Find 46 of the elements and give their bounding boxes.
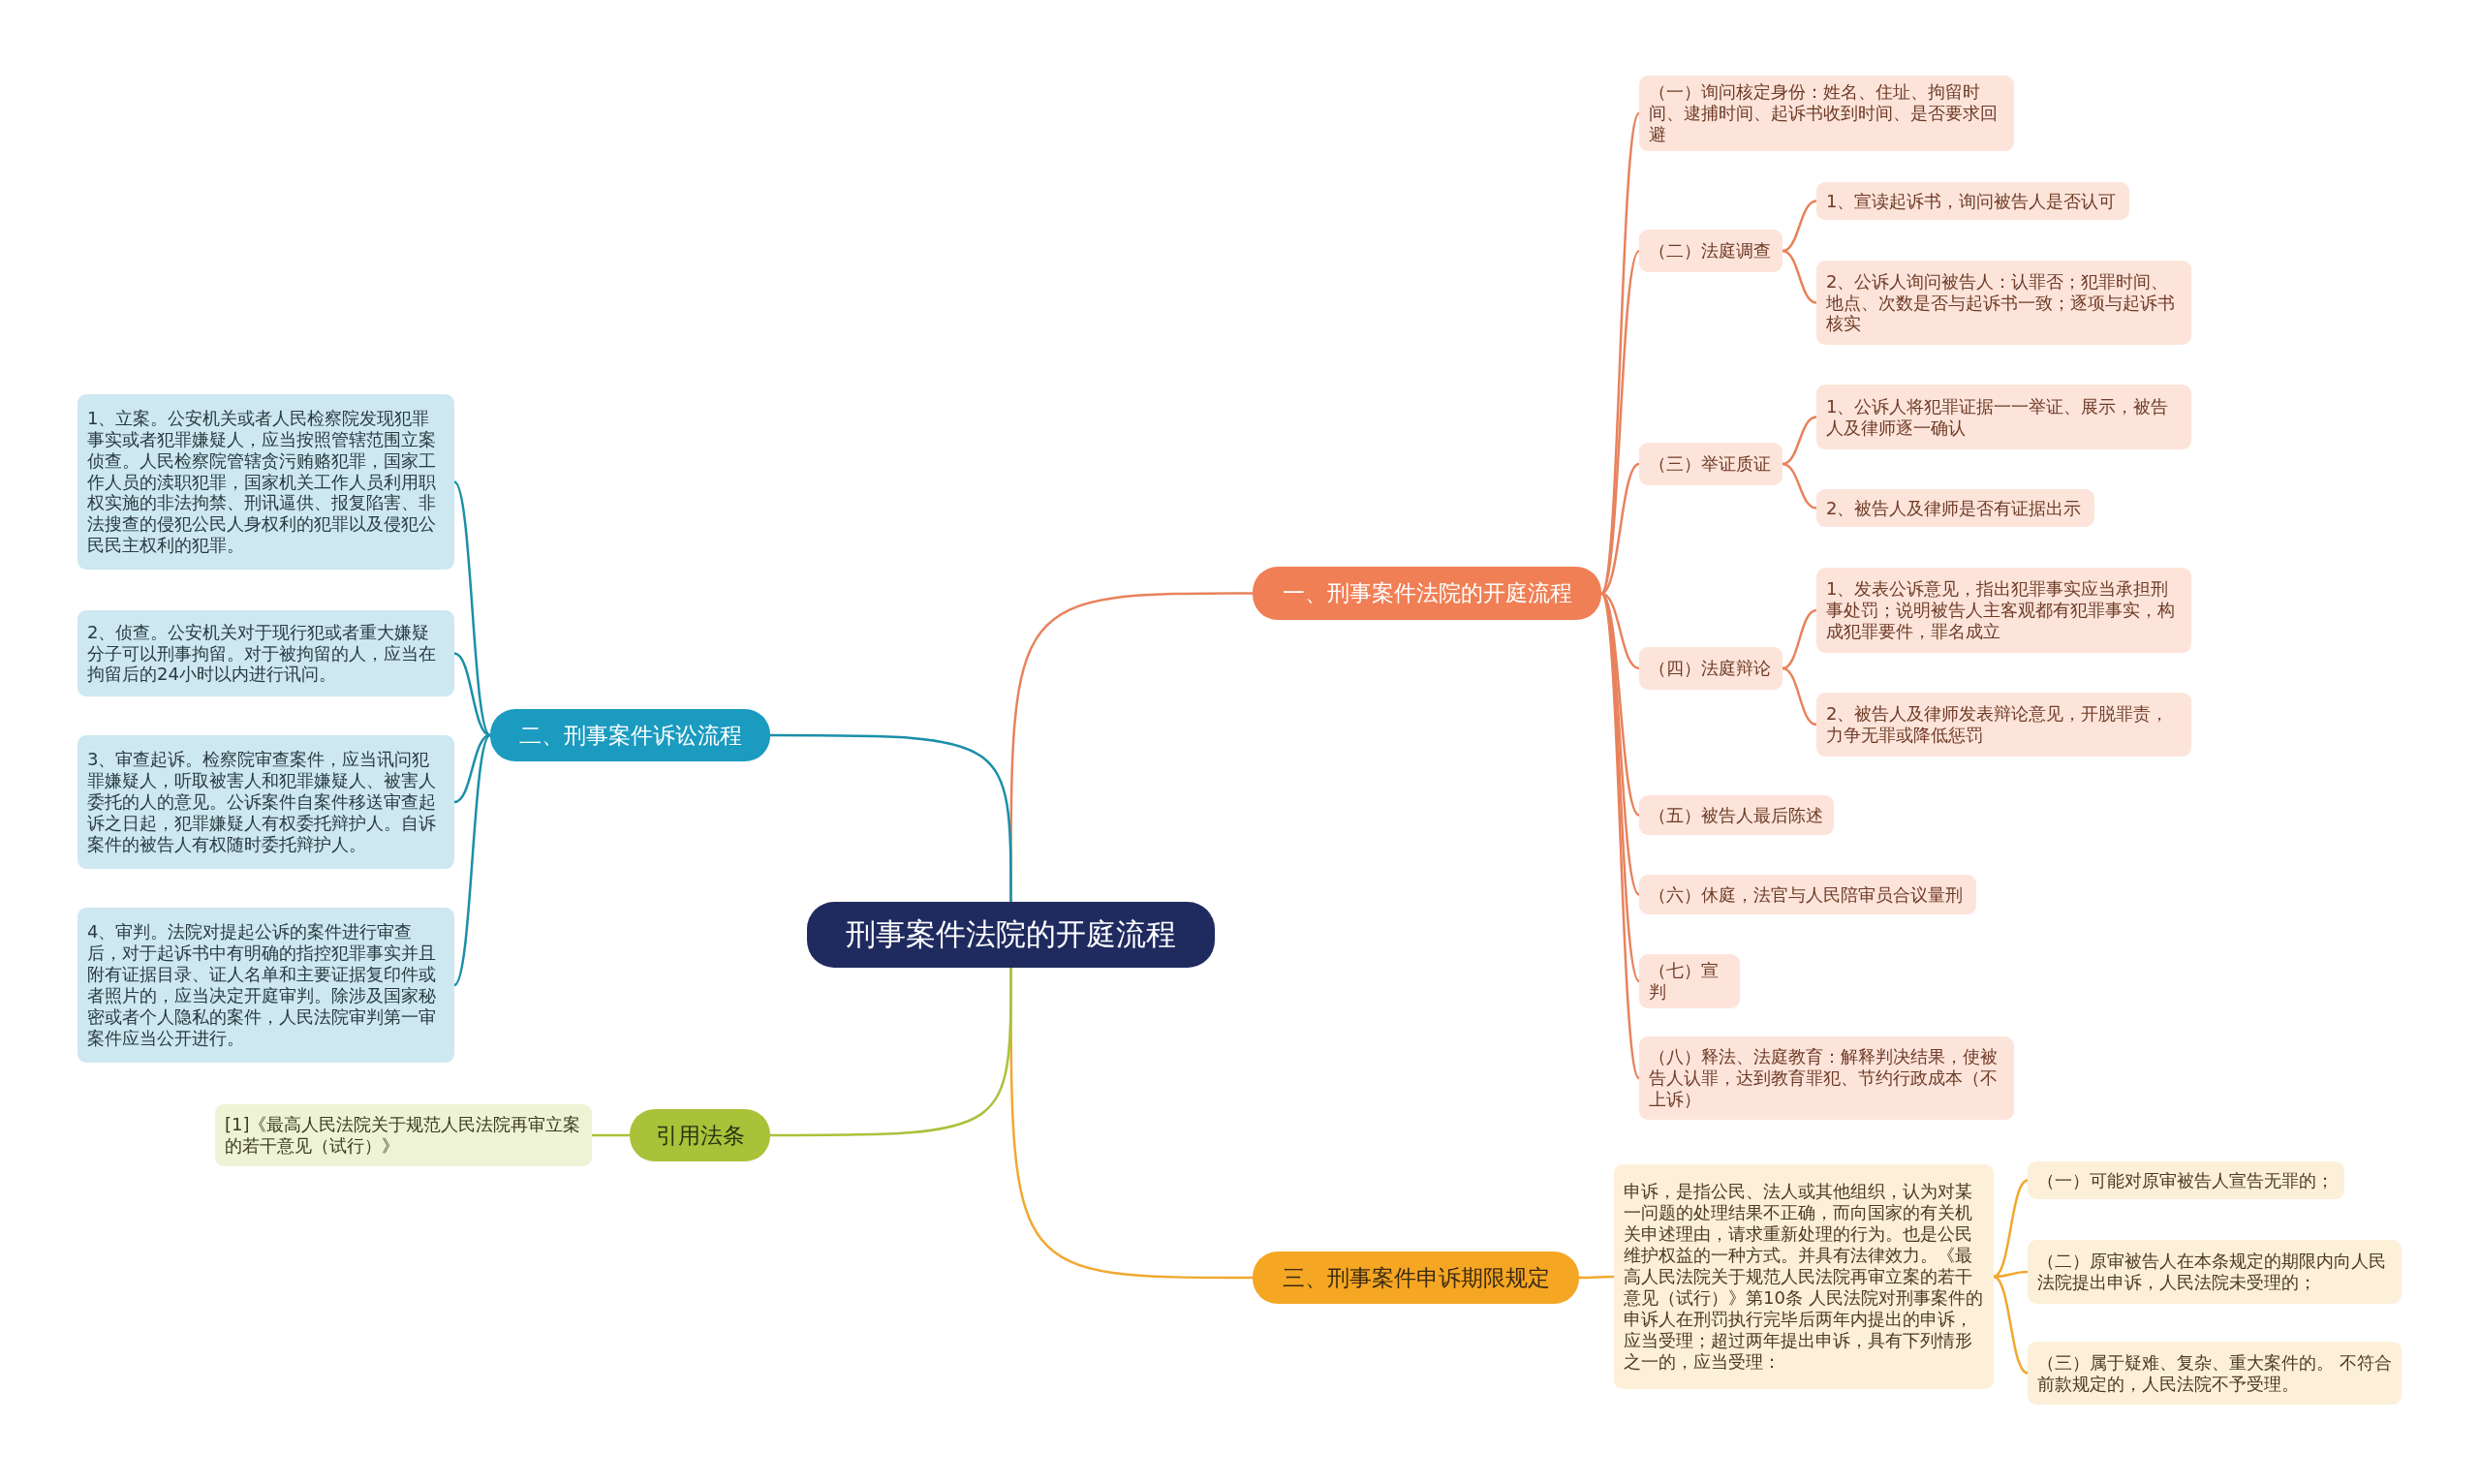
connector-line xyxy=(1579,1275,1614,1280)
connector-line xyxy=(770,968,1012,1137)
connector-line xyxy=(1993,1179,2029,1279)
connector-line xyxy=(453,480,491,736)
branch-topic-box: 二、刑事案件诉讼流程 xyxy=(490,709,770,761)
topic-box: 2、被告人及律师发表辩论意见，开脱罪责，力争无罪或降低惩罚 xyxy=(1816,693,2191,757)
connector-line xyxy=(1993,1275,2029,1375)
central-topic-box: 刑事案件法院的开庭流程 xyxy=(807,902,1215,968)
branch-topic-box: 一、刑事案件法院的开庭流程 xyxy=(1253,567,1601,620)
topic-box: （八）释法、法庭教育：解释判决结果，使被告人认罪，达到教育罪犯、节约行政成本（不上诉） xyxy=(1639,1036,2014,1120)
topic-box: （三）举证质证 xyxy=(1639,443,1782,485)
connector-line xyxy=(1782,249,1817,304)
topic-box: （一）询问核定身份：姓名、住址、拘留时间、逮捕时间、起诉书收到时间、是否要求回避 xyxy=(1639,76,2014,151)
topic-box: 1、宣读起诉书，询问被告人是否认可 xyxy=(1816,182,2129,220)
connector-line xyxy=(1782,200,1817,253)
connector-line xyxy=(453,733,491,804)
topic-box: 2、公诉人询问被告人：认罪否；犯罪时间、地点、次数是否与起诉书一致；逐项与起诉书核实 xyxy=(1816,261,2191,345)
branch-topic-box: 引用法条 xyxy=(630,1109,770,1161)
connector-line xyxy=(592,1133,630,1137)
branch-topic-box: 三、刑事案件申诉期限规定 xyxy=(1253,1252,1579,1304)
topic-box: 3、审查起诉。检察院审查案件，应当讯问犯罪嫌疑人，听取被害人和犯罪嫌疑人、被害人委托的人的意见。公诉案件自案件移送审查起诉之日起，犯罪嫌疑人有权委托辩护人。自诉案件的被告人有权随时委托辩护人。 xyxy=(78,735,454,869)
topic-box: 1、发表公诉意见，指出犯罪事实应当承担刑事处罚；说明被告人主客观都有犯罪事实，构成犯罪要件，罪名成立 xyxy=(1816,568,2191,653)
connector-line xyxy=(1782,666,1817,727)
connector-line xyxy=(770,733,1012,902)
topic-box: （六）休庭，法官与人民陪审员合议量刑 xyxy=(1639,875,1976,914)
topic-box: （七）宣判 xyxy=(1639,954,1740,1008)
topic-box: （一）可能对原审被告人宣告无罪的； xyxy=(2028,1161,2344,1199)
topic-box: 1、立案。公安机关或者人民检察院发现犯罪事实或者犯罪嫌疑人，应当按照管辖范围立案侦查。人民检察院管辖贪污贿赂犯罪，国家工作人员的渎职犯罪，国家机关工作人员利用职权实施的非法拘禁、刑讯逼供、报复陷害、非法搜查的侵犯公民人身权利的犯罪以及侵犯公民民主权利的犯罪。 xyxy=(78,394,454,570)
topic-box: 2、侦查。公安机关对于现行犯或者重大嫌疑分子可以刑事拘留。对于被拘留的人，应当在拘留后的24小时以内进行讯问。 xyxy=(78,610,454,696)
connector-line xyxy=(453,652,491,737)
connector-line xyxy=(1599,593,1641,1079)
connector-line xyxy=(1782,416,1817,466)
topic-box: 4、审判。法院对提起公诉的案件进行审查后，对于起诉书中有明确的指控犯罪事实并且附有证据目录、证人名单和主要证据复印件或者照片的，应当决定开庭审判。除涉及国家秘密或者个人隐私的案件，人民法院审判第一审案件应当公开进行。 xyxy=(78,908,454,1063)
topic-box: （二）原审被告人在本条规定的期限内向人民法院提出申诉，人民法院未受理的； xyxy=(2028,1240,2402,1304)
connector-line xyxy=(453,734,491,986)
topic-box: （四）法庭辩论 xyxy=(1639,647,1782,690)
topic-box: [1]《最高人民法院关于规范人民法院再审立案的若干意见（试行）》 xyxy=(215,1104,592,1166)
topic-box: 2、被告人及律师是否有证据出示 xyxy=(1816,489,2094,527)
topic-box: （三）属于疑难、复杂、重大案件的。 不符合前款规定的，人民法院不予受理。 xyxy=(2028,1342,2402,1405)
connector-line xyxy=(1782,462,1817,510)
topic-box: 申诉，是指公民、法人或其他组织，认为对某一问题的处理结果不正确，而向国家的有关机关申述理由，请求重新处理的行为。也是公民维护权益的一种方式。并具有法律效力。《最高人民法院关于规范人民法院再审立案的若干意见（试行）》第10条 人民法院对刑事案件的申诉人在刑罚执行完毕后两年内提出的申诉，应当受理；超过两年提出申诉，具有下列情形之一的，应当受理： xyxy=(1614,1164,1994,1389)
connector-line xyxy=(1782,608,1817,670)
topic-box: （二）法庭调查 xyxy=(1639,230,1782,272)
topic-box: 1、公诉人将犯罪证据一一举证、展示，被告人及律师逐一确认 xyxy=(1816,385,2191,449)
connector-line xyxy=(1599,250,1641,595)
topic-box: （五）被告人最后陈述 xyxy=(1639,795,1834,835)
